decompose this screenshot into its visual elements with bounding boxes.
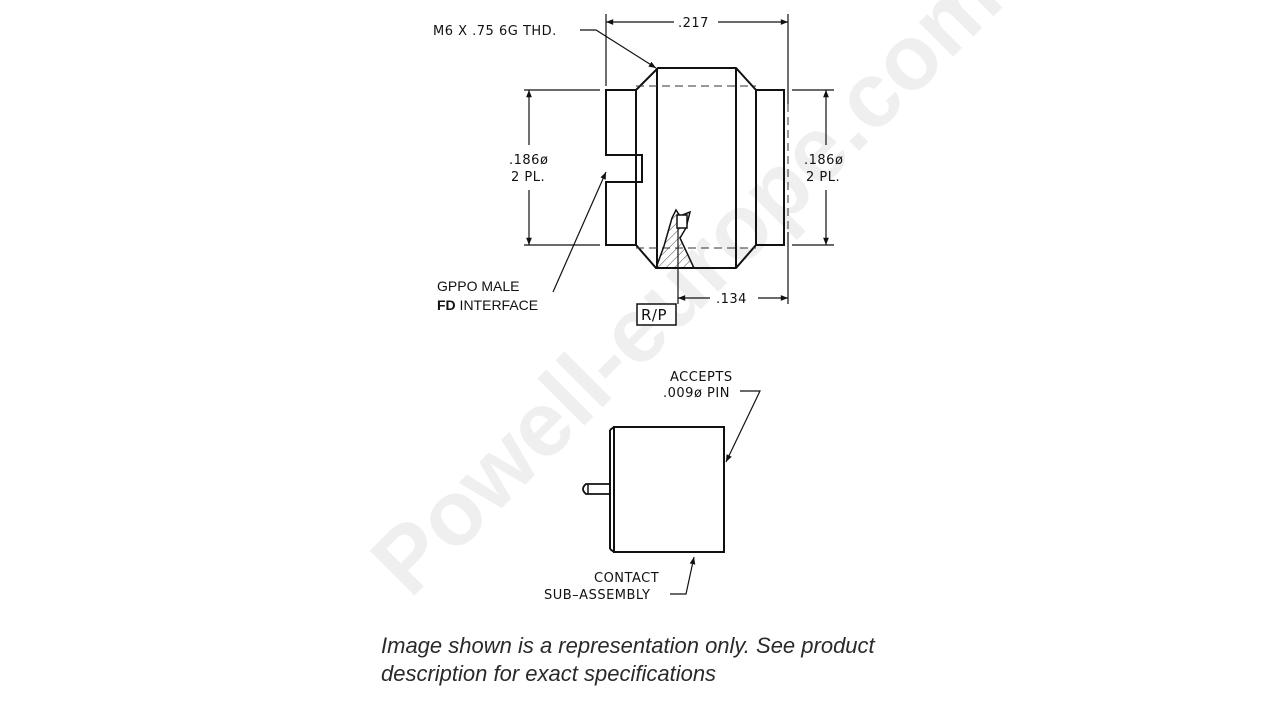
disclaimer-caption: Image shown is a representation only. Se… — [381, 632, 941, 688]
left-diameter-dim: .186ø — [509, 153, 548, 168]
contact-label-line1: CONTACT — [594, 571, 659, 586]
technical-drawing: Powell-europe.com — [352, 0, 1021, 614]
thread-callout: M6 X .75 6G THD. — [433, 24, 557, 39]
connector-side-view — [605, 67, 785, 269]
rp-dimension: .134 — [716, 292, 747, 307]
left-diameter-note: 2 PL. — [511, 170, 545, 185]
contact-sub-assembly — [582, 426, 725, 553]
caption-line1: Image shown is a representation only. Se… — [381, 633, 875, 658]
pin-note-line2: .009ø PIN — [663, 386, 730, 401]
interface-label-line1: GPPO MALE — [437, 278, 519, 294]
contact-label-line2: SUB–ASSEMBLY — [544, 588, 650, 603]
reference-plane-label: R/P — [641, 306, 667, 324]
caption-line2: description for exact specifications — [381, 661, 717, 686]
right-diameter-note: 2 PL. — [806, 170, 840, 185]
overall-length-dim: .217 — [678, 16, 709, 31]
pin-note-line1: ACCEPTS — [670, 370, 733, 385]
right-diameter-dim: .186ø — [804, 153, 843, 168]
reference-plane-box — [636, 303, 677, 326]
interface-label-line2: FD INTERFACE — [437, 297, 538, 313]
